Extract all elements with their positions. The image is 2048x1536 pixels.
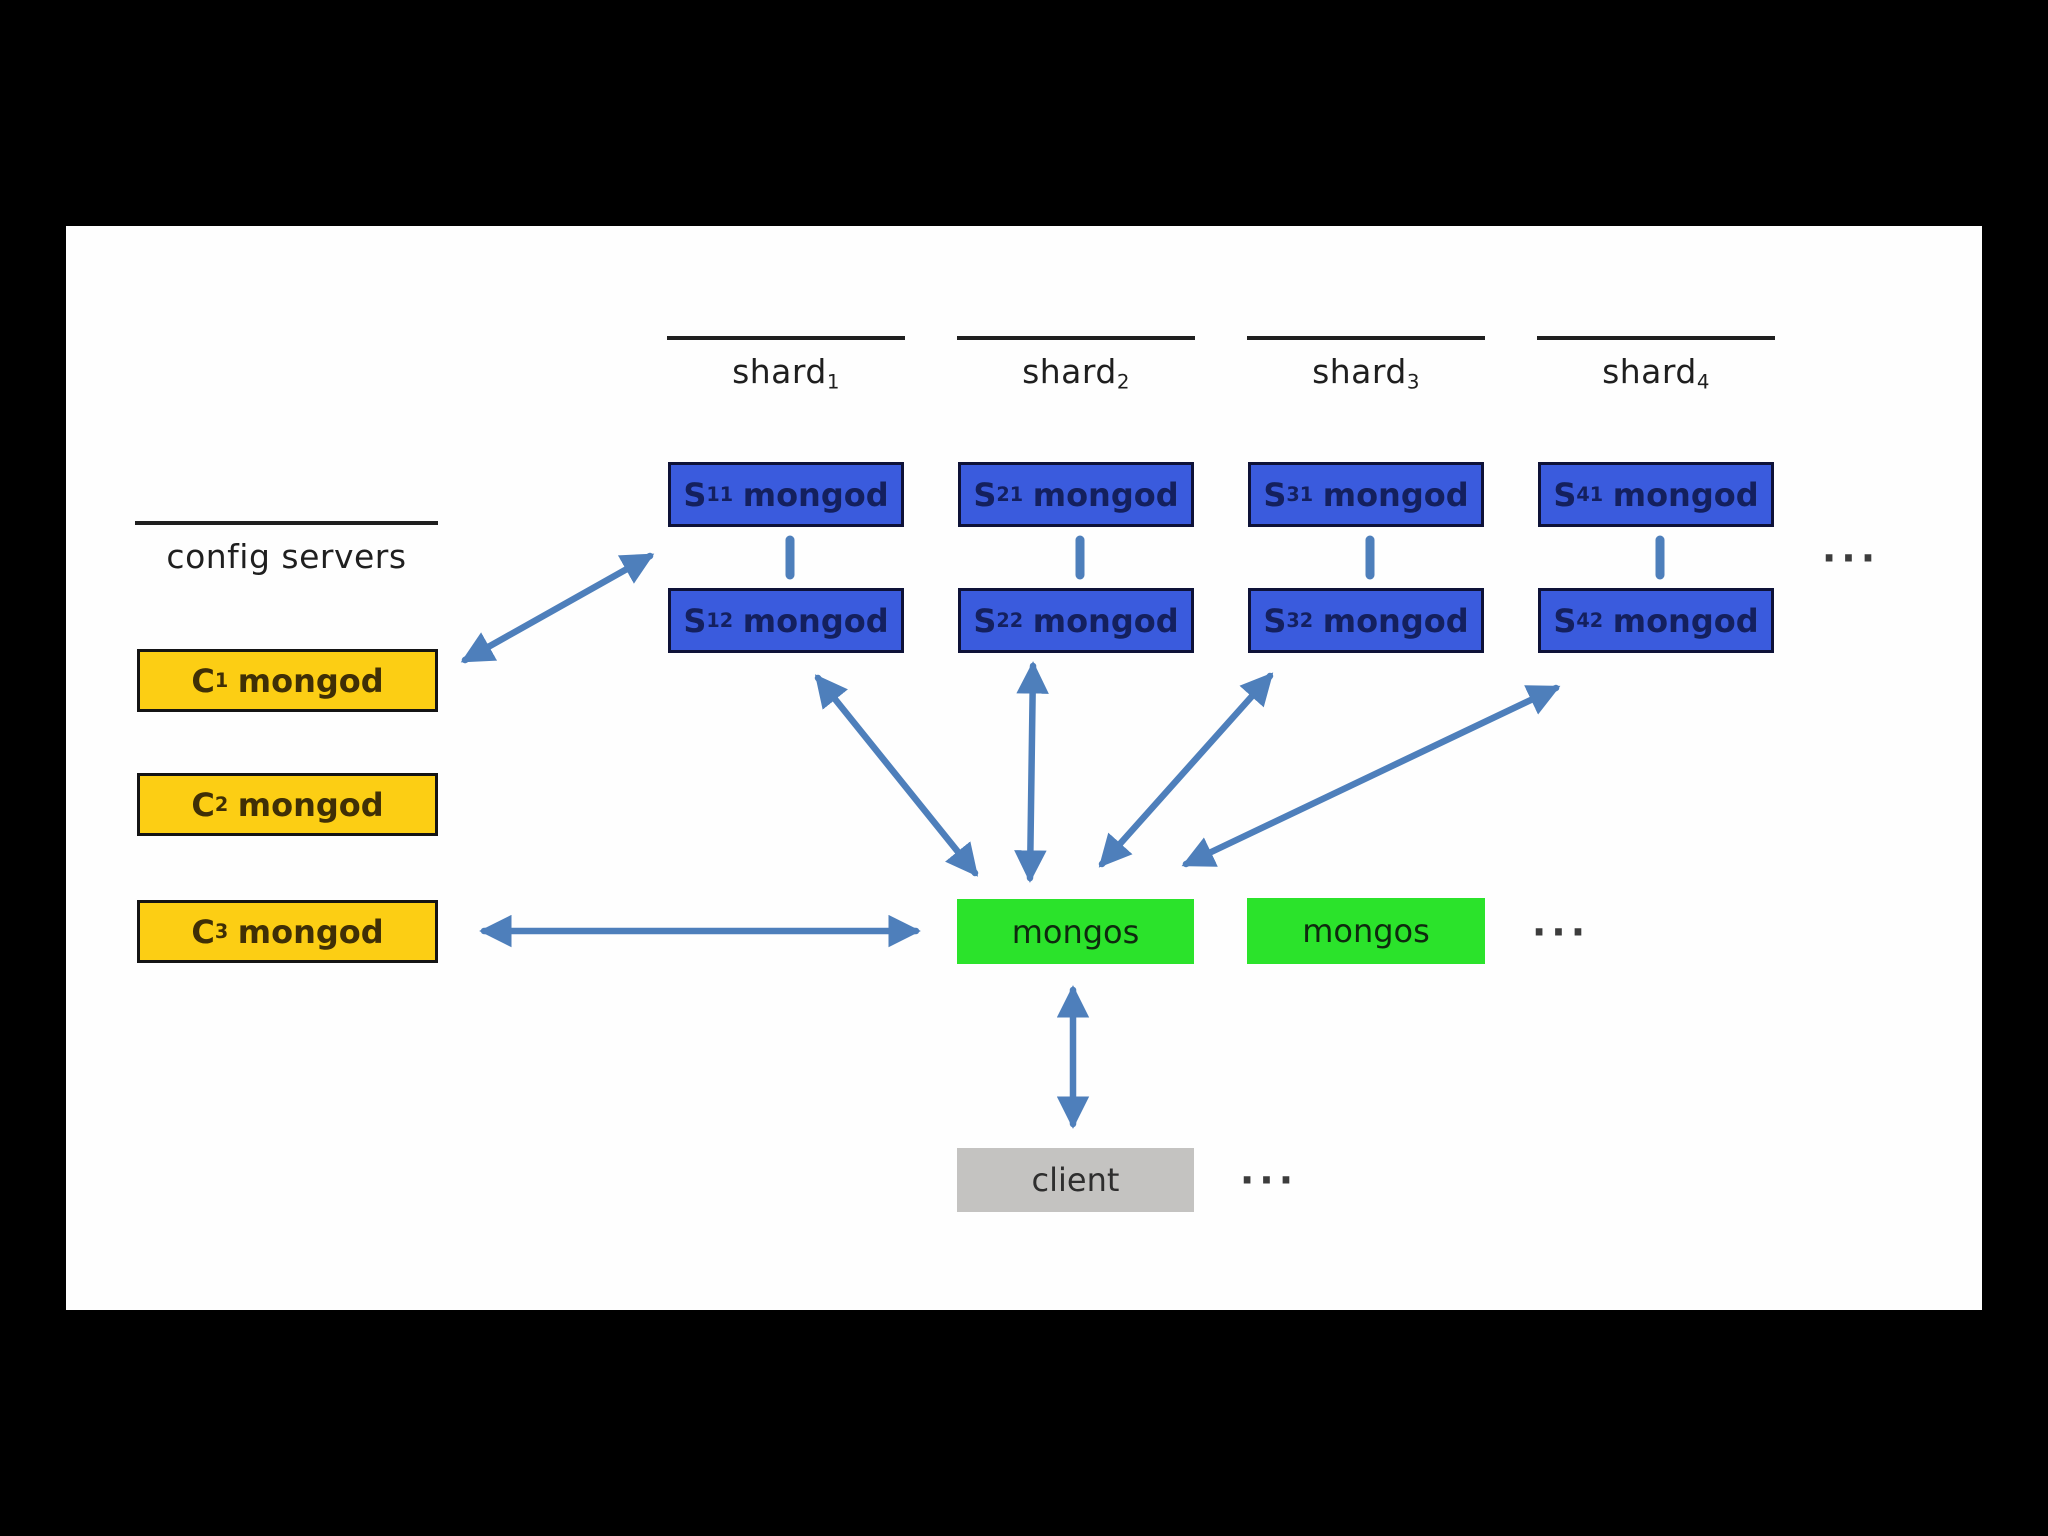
- c2-suffix: mongod: [237, 785, 384, 824]
- shard4-label: shard4: [1537, 352, 1775, 394]
- shard1-label: shard1: [667, 352, 905, 394]
- shard3-label-text: shard: [1312, 352, 1407, 391]
- shard3-label-sub: 3: [1406, 370, 1420, 394]
- shard2-label-sub: 2: [1116, 370, 1130, 394]
- mongos1-label: mongos: [1011, 912, 1140, 951]
- s31-suffix: mongod: [1322, 475, 1469, 514]
- s12-suffix: mongod: [742, 601, 889, 640]
- s21-suffix: mongod: [1032, 475, 1179, 514]
- s22-suffix: mongod: [1032, 601, 1179, 640]
- mongos2-label: mongos: [1302, 912, 1430, 950]
- s32-suffix: mongod: [1322, 601, 1469, 640]
- c2-base: C: [191, 785, 215, 824]
- c3-suffix: mongod: [237, 912, 384, 951]
- s21-base: S: [973, 475, 997, 514]
- shard3-heading: shard3: [1247, 336, 1485, 394]
- s41-base: S: [1553, 475, 1577, 514]
- s12-base: S: [683, 601, 707, 640]
- client-ellipsis: ···: [1239, 1158, 1299, 1202]
- shard4-label-text: shard: [1602, 352, 1697, 391]
- c1-suffix: mongod: [237, 661, 384, 700]
- config-servers-heading: config servers: [135, 521, 438, 576]
- config-servers-label: config servers: [166, 537, 407, 576]
- shard1-label-text: shard: [732, 352, 827, 391]
- shard2-heading: shard2: [957, 336, 1195, 394]
- shard3-overline: [1247, 336, 1485, 340]
- client-label: client: [1031, 1161, 1120, 1199]
- s31-base: S: [1263, 475, 1287, 514]
- shards-ellipsis: ···: [1821, 536, 1881, 580]
- shard1-heading: shard1: [667, 336, 905, 394]
- shard4-heading: shard4: [1537, 336, 1775, 394]
- node-mongos-2: mongos: [1247, 898, 1485, 964]
- shard2-overline: [957, 336, 1195, 340]
- shard2-label-text: shard: [1022, 352, 1117, 391]
- c1-base: C: [191, 661, 215, 700]
- s22-base: S: [973, 601, 997, 640]
- s32-base: S: [1263, 601, 1287, 640]
- shard1-overline: [667, 336, 905, 340]
- s11-base: S: [683, 475, 707, 514]
- c3-base: C: [191, 912, 215, 951]
- shard3-label: shard3: [1247, 352, 1485, 394]
- shard1-label-sub: 1: [826, 370, 840, 394]
- shard2-label: shard2: [957, 352, 1195, 394]
- config-servers-overline: [135, 521, 438, 525]
- shard4-overline: [1537, 336, 1775, 340]
- s42-suffix: mongod: [1612, 601, 1759, 640]
- node-client: client: [957, 1148, 1194, 1212]
- s11-suffix: mongod: [742, 475, 889, 514]
- node-mongos-1: mongos: [957, 899, 1194, 964]
- s41-suffix: mongod: [1612, 475, 1759, 514]
- routers-ellipsis: ···: [1531, 910, 1591, 954]
- shard4-label-sub: 4: [1696, 370, 1710, 394]
- s42-base: S: [1553, 601, 1577, 640]
